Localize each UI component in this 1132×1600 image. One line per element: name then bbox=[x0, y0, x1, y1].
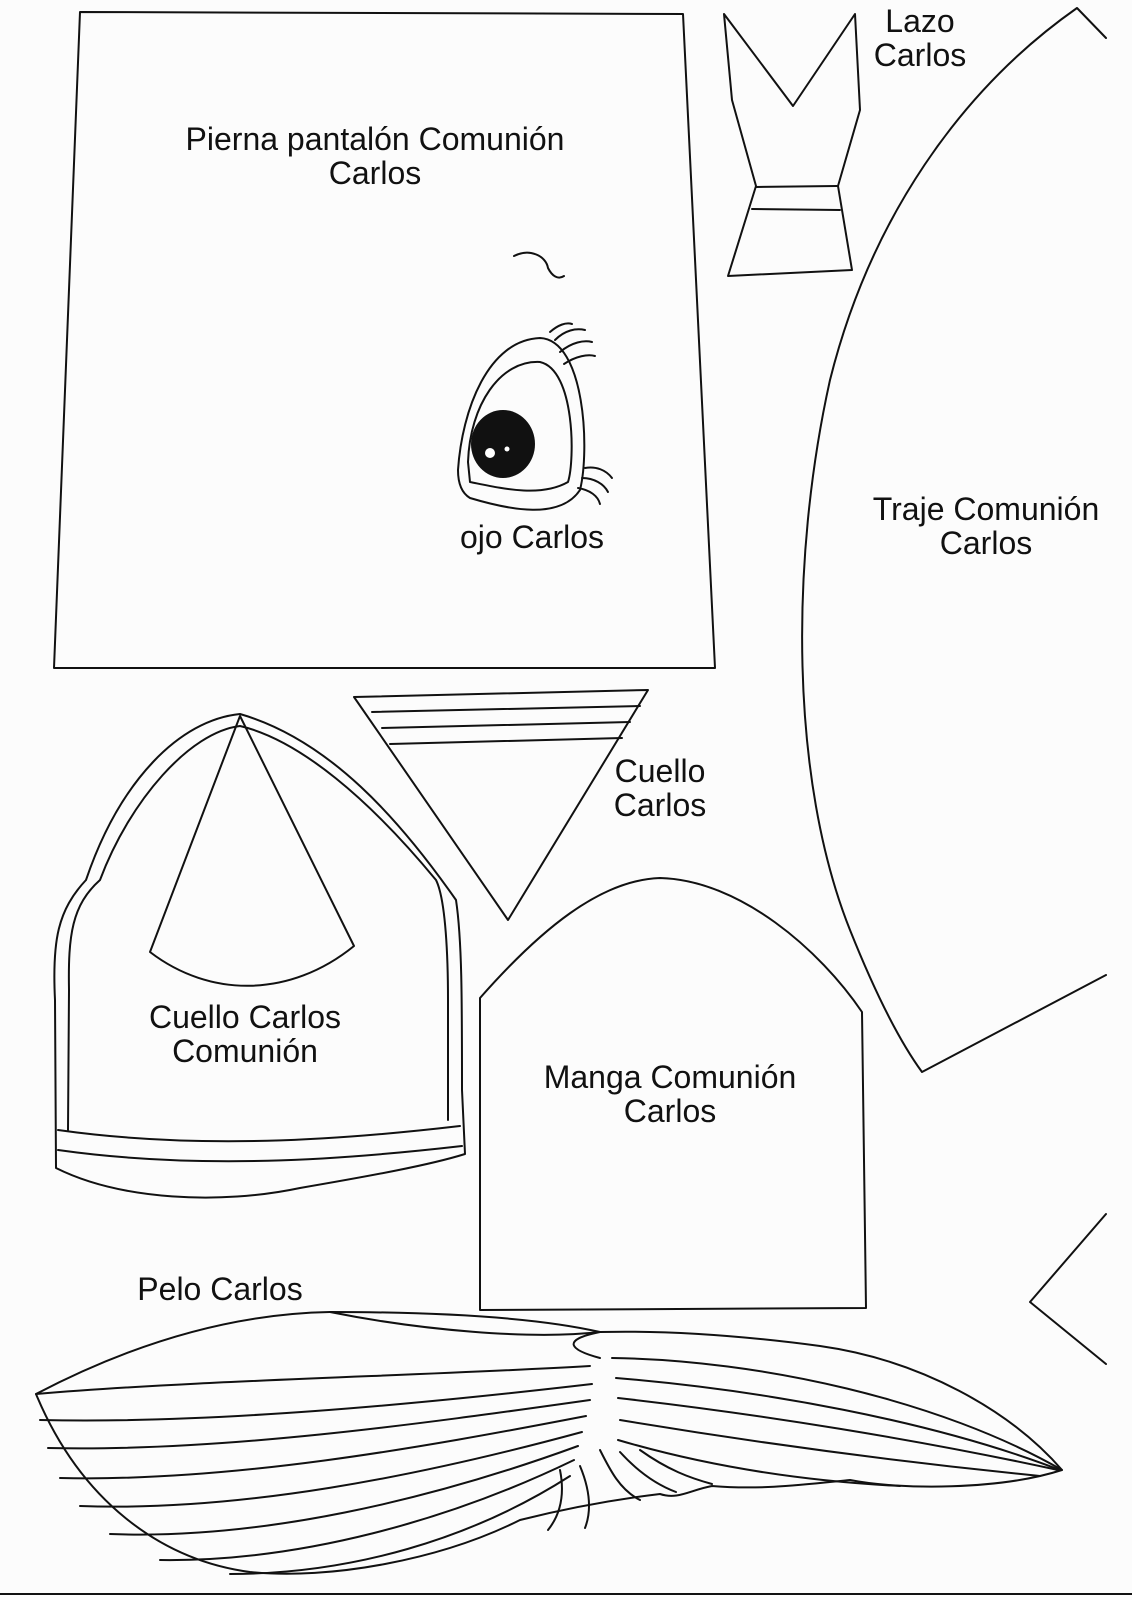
label-manga: Manga Comunión Carlos bbox=[530, 1060, 810, 1128]
label-ojo: ojo Carlos bbox=[440, 520, 624, 554]
label-lazo-line1: Lazo bbox=[885, 3, 955, 39]
label-ojo-line1: ojo Carlos bbox=[459, 519, 605, 555]
cuello-comunion-hem bbox=[57, 1125, 463, 1163]
label-cuello-comunion-line1: Cuello Carlos bbox=[148, 999, 342, 1035]
label-manga-line2: Carlos bbox=[623, 1093, 717, 1129]
cuello-comunion-v bbox=[149, 715, 355, 987]
pupil bbox=[471, 410, 535, 478]
label-cuello-comunion: Cuello Carlos Comunión bbox=[130, 1000, 360, 1068]
label-traje-line1: Traje Comunión bbox=[872, 491, 1100, 527]
pierna-pantalon-shape bbox=[53, 11, 716, 669]
cuello-stripes bbox=[371, 705, 641, 745]
lazo-band bbox=[751, 185, 841, 211]
label-pierna-line1: Pierna pantalón Comunión bbox=[185, 121, 565, 157]
pelo-shape bbox=[35, 1311, 1063, 1575]
label-cuello-comunion-line2: Comunión bbox=[172, 1033, 318, 1069]
label-pelo: Pelo Carlos bbox=[120, 1272, 320, 1306]
label-pierna: Pierna pantalón Comunión Carlos bbox=[140, 122, 610, 190]
label-lazo-line2: Carlos bbox=[873, 37, 967, 73]
cuello-comunion-shape bbox=[53, 713, 466, 1199]
cuello-shape bbox=[353, 689, 649, 921]
manga-shape bbox=[479, 877, 867, 1311]
label-cuello-line1: Cuello bbox=[614, 753, 706, 789]
label-lazo: Lazo Carlos bbox=[860, 4, 980, 72]
lazo-shape bbox=[723, 13, 861, 277]
cuello-comunion-inner bbox=[67, 725, 449, 1131]
ojo-shape bbox=[457, 251, 613, 511]
label-pierna-line2: Carlos bbox=[328, 155, 422, 191]
label-cuello-line2: Carlos bbox=[613, 787, 707, 823]
label-traje-line2: Carlos bbox=[939, 525, 1033, 561]
label-traje: Traje Comunión Carlos bbox=[858, 492, 1114, 560]
label-pelo-line1: Pelo Carlos bbox=[137, 1271, 303, 1307]
label-cuello: Cuello Carlos bbox=[600, 754, 720, 822]
label-manga-line1: Manga Comunión bbox=[543, 1059, 797, 1095]
traje-partial-shape bbox=[1029, 1213, 1107, 1365]
traje-shape bbox=[801, 7, 1107, 1073]
